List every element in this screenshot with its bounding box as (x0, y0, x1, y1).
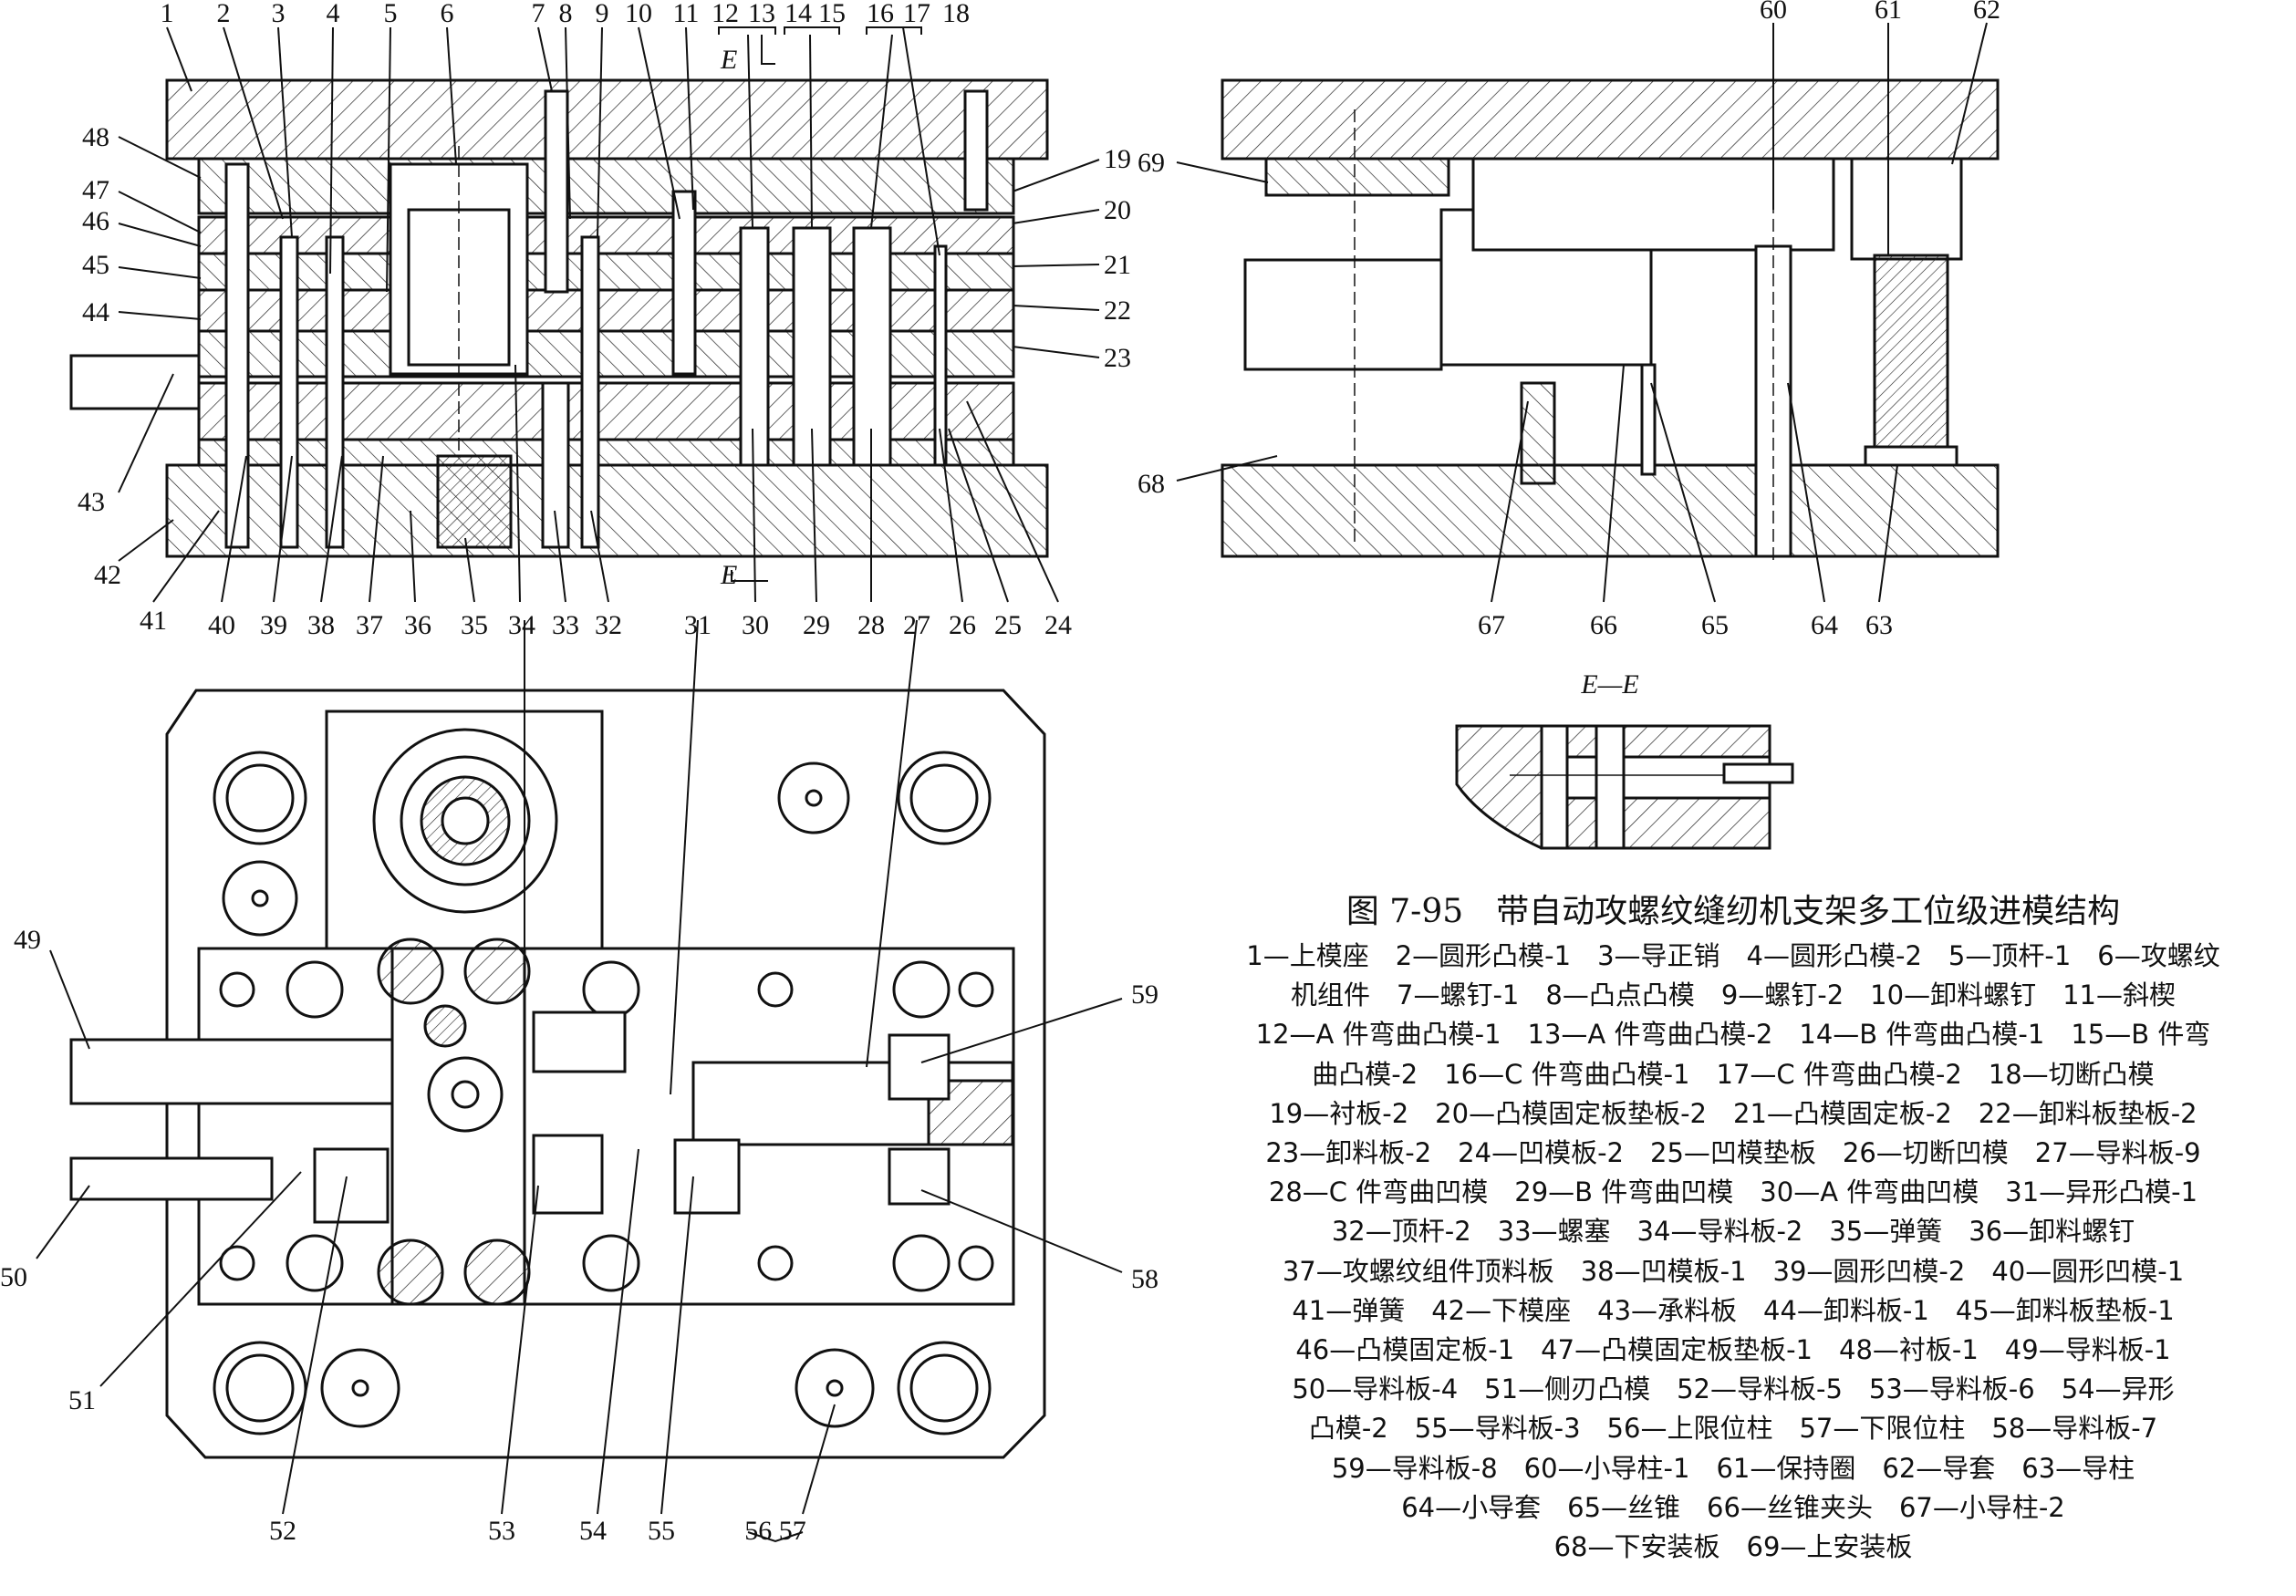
callout-18: 18 (942, 0, 970, 28)
front-section-view (69, 78, 1049, 558)
callout-30: 30 (742, 610, 769, 640)
callout-6: 6 (441, 0, 454, 28)
callout-7: 7 (532, 0, 545, 28)
callout-31: 31 (684, 610, 712, 640)
callout-33: 33 (552, 610, 579, 640)
callout-13: 13 (748, 0, 775, 28)
callout-25: 25 (994, 610, 1022, 640)
callout-35: 35 (461, 610, 488, 640)
callout-28: 28 (857, 610, 885, 640)
callout-32: 32 (595, 610, 622, 640)
callout-numbers: 1 2 3 4 5 6 7 8 9 10 11 12 13 14 15 16 1… (0, 0, 2000, 1546)
callout-40: 40 (208, 610, 235, 640)
callout-42: 42 (94, 560, 121, 590)
figure-title: 图 7-95 带自动攻螺纹缝纫机支架多工位级进模结构 (1345, 893, 2121, 930)
callout-21: 21 (1104, 250, 1131, 280)
callout-47: 47 (82, 175, 109, 205)
section-mark-bottom: E (720, 560, 737, 590)
callout-14: 14 (784, 0, 812, 28)
callout-8: 8 (559, 0, 573, 28)
side-section-view (1221, 78, 2000, 565)
callout-58: 58 (1131, 1264, 1158, 1294)
callout-59: 59 (1131, 979, 1158, 1010)
legend-line: 68—下安装板 69—上安装板 (1553, 1531, 1913, 1563)
callout-22: 22 (1104, 295, 1131, 326)
parts-legend: 1—上模座 2—圆形凸模-1 3—导正销 4—圆形凸模-2 5—顶杆-1 6—攻… (1186, 937, 2280, 1567)
legend-line: 37—攻螺纹组件顶料板 38—凹模板-1 39—圆形凹模-2 40—圆形凹模-1 (1282, 1255, 2185, 1287)
callout-3: 3 (272, 0, 286, 28)
callout-56-57: 56 57 (744, 1516, 806, 1546)
callout-48: 48 (82, 122, 109, 152)
callout-60: 60 (1760, 0, 1787, 25)
callout-52: 52 (269, 1516, 296, 1546)
legend-line: 32—顶杆-2 33—螺塞 34—导料板-2 35—弹簧 36—卸料螺钉 (1331, 1216, 2135, 1248)
section-e-e-label: E—E (1580, 669, 1638, 700)
callout-46: 46 (82, 206, 109, 236)
callout-29: 29 (803, 610, 830, 640)
legend-line: 12—A 件弯曲凸模-1 13—A 件弯曲凸模-2 14—B 件弯曲凸模-1 1… (1255, 1019, 2211, 1051)
callout-19: 19 (1104, 144, 1131, 174)
legend-line: 1—上模座 2—圆形凸模-1 3—导正销 4—圆形凸模-2 5—顶杆-1 6—攻… (1246, 940, 2220, 971)
callout-61: 61 (1875, 0, 1902, 25)
legend-line: 曲凸模-2 16—C 件弯曲凸模-1 17—C 件弯曲凸模-2 18—切断凸模 (1312, 1058, 2155, 1090)
callout-26: 26 (949, 610, 976, 640)
callout-63: 63 (1865, 610, 1893, 640)
callout-62: 62 (1973, 0, 2000, 25)
callout-41: 41 (140, 606, 167, 636)
callout-23: 23 (1104, 343, 1131, 373)
callout-38: 38 (307, 610, 335, 640)
callout-53: 53 (488, 1516, 515, 1546)
callout-11: 11 (673, 0, 700, 28)
callout-55: 55 (648, 1516, 675, 1546)
callout-69: 69 (1138, 148, 1165, 178)
section-e-e (1455, 724, 1794, 850)
callout-34: 34 (508, 610, 535, 640)
legend-line: 59—导料板-8 60—小导柱-1 61—保持圈 62—导套 63—导柱 (1331, 1452, 2135, 1484)
legend-line: 19—衬板-2 20—凸模固定板垫板-2 21—凸模固定板-2 22—卸料板垫板… (1269, 1097, 2197, 1129)
callout-39: 39 (260, 610, 287, 640)
callout-49: 49 (14, 925, 41, 955)
legend-line: 机组件 7—螺钉-1 8—凸点凸模 9—螺钉-2 10—卸料螺钉 11—斜楔 (1291, 979, 2176, 1011)
callout-9: 9 (596, 0, 609, 28)
callout-24: 24 (1044, 610, 1072, 640)
callout-12: 12 (712, 0, 739, 28)
callout-20: 20 (1104, 195, 1131, 225)
callout-17: 17 (903, 0, 930, 28)
callout-5: 5 (384, 0, 398, 28)
callout-4: 4 (327, 0, 340, 28)
callout-68: 68 (1138, 469, 1165, 499)
callout-65: 65 (1701, 610, 1729, 640)
callout-27: 27 (903, 610, 930, 640)
callout-64: 64 (1811, 610, 1838, 640)
callout-45: 45 (82, 250, 109, 280)
callout-36: 36 (404, 610, 431, 640)
legend-line: 46—凸模固定板-1 47—凸模固定板垫板-1 48—衬板-1 49—导料板-1 (1295, 1334, 2171, 1366)
legend-line: 50—导料板-4 51—侧刃凸模 52—导料板-5 53—导料板-6 54—异形 (1292, 1373, 2175, 1405)
legend-line: 64—小导套 65—丝锥 66—丝锥夹头 67—小导柱-2 (1401, 1491, 2065, 1523)
callout-16: 16 (867, 0, 894, 28)
callout-67: 67 (1478, 610, 1505, 640)
legend-line: 41—弹簧 42—下模座 43—承料板 44—卸料板-1 45—卸料板垫板-1 (1292, 1294, 2175, 1326)
callout-66: 66 (1590, 610, 1617, 640)
plan-view (69, 689, 1046, 1459)
section-mark-top: E (720, 45, 737, 75)
callout-37: 37 (356, 610, 383, 640)
callout-2: 2 (217, 0, 231, 28)
callout-54: 54 (579, 1516, 607, 1546)
callout-50: 50 (0, 1262, 27, 1292)
leader-lines (36, 22, 1988, 1543)
callout-1: 1 (161, 0, 174, 28)
callout-10: 10 (625, 0, 652, 28)
callout-51: 51 (68, 1385, 96, 1415)
callout-43: 43 (78, 487, 105, 517)
callout-15: 15 (818, 0, 846, 28)
legend-line: 凸模-2 55—导料板-3 56—上限位柱 57—下限位柱 58—导料板-7 (1308, 1413, 2158, 1445)
callout-44: 44 (82, 297, 109, 327)
legend-line: 23—卸料板-2 24—凹模板-2 25—凹模垫板 26—切断凹模 27—导料板… (1265, 1137, 2201, 1169)
legend-line: 28—C 件弯曲凹模 29—B 件弯曲凹模 30—A 件弯曲凹模 31—异形凸模… (1268, 1176, 2198, 1208)
